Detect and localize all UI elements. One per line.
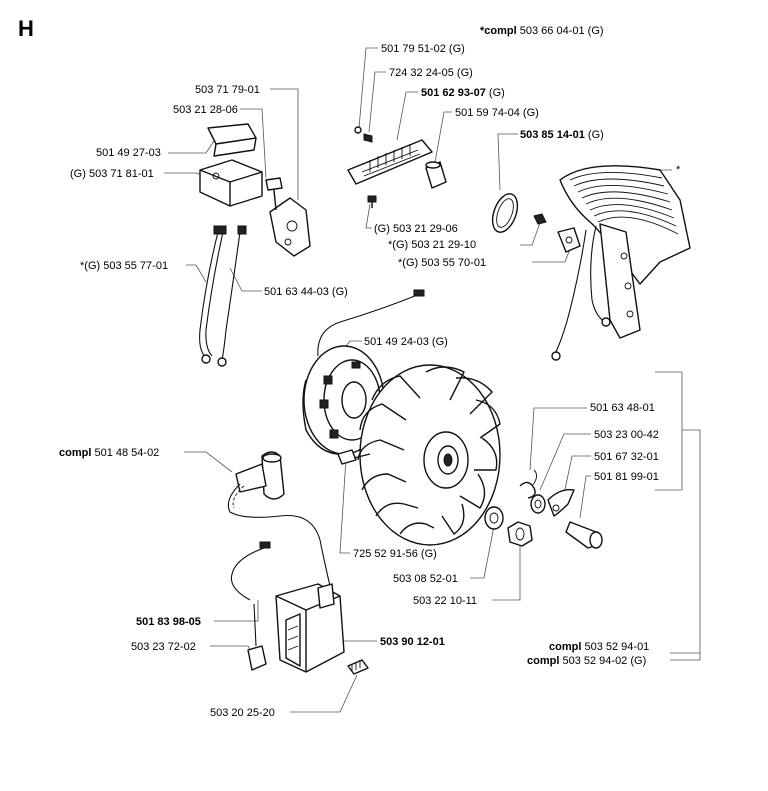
coil-screw [347, 659, 369, 675]
label-501-67-32-01: 501 67 32-01 [594, 451, 659, 463]
label-503-90-12-01: 503 90 12-01 [380, 636, 445, 648]
label-star: * [676, 164, 681, 176]
label-compl-503-52-94-02: compl 503 52 94-02 (G) [527, 655, 646, 667]
ignition-coil [275, 583, 345, 673]
label-501-83-98-05: 501 83 98-05 [136, 616, 201, 628]
o-ring [491, 193, 519, 233]
washer [484, 506, 504, 530]
label-compl-503-66-04-01: *compl 503 66 04-01 (G) [480, 25, 604, 37]
label-503-85-14-01: 503 85 14-01 (G) [520, 129, 604, 141]
rubber-pad [207, 123, 257, 157]
label-501-62-93-07: 501 62 93-07 (G) [421, 87, 505, 99]
label-501-63-44-03: 501 63 44-03 (G) [264, 286, 348, 298]
flywheel-nut [507, 521, 533, 547]
section-letter: H [18, 16, 34, 41]
ground-wires [199, 225, 247, 367]
heat-shield-plate [347, 126, 433, 185]
label-501-63-48-01: 501 63 48-01 [590, 402, 655, 414]
label-503-71-79-01: 503 71 79-01 [195, 84, 260, 96]
coil-ground-wire [230, 541, 271, 671]
label-503-21-28-06: 503 21 28-06 [173, 104, 238, 116]
screw-small [367, 195, 377, 208]
label-501-79-51-02: 501 79 51-02 (G) [381, 43, 465, 55]
label-503-71-81-01: (G) 503 71 81-01 [70, 168, 154, 180]
label-503-55-70-01: *(G) 503 55 70-01 [398, 257, 486, 269]
pawl-bolt [565, 521, 603, 549]
spark-plug-cap [227, 451, 331, 587]
label-503-22-10-11: 503 22 10-11 [413, 595, 477, 607]
label-503-08-52-01: 503 08 52-01 [393, 573, 458, 585]
label-724-32-24-05: 724 32 24-05 (G) [389, 67, 473, 79]
label-503-23-72-02: 503 23 72-02 [131, 641, 196, 653]
label-503-55-77-01: *(G) 503 55 77-01 [80, 260, 168, 272]
spacer-tube [425, 161, 447, 189]
label-501-49-27-03: 501 49 27-03 [96, 147, 161, 159]
label-503-20-25-20: 503 20 25-20 [210, 707, 275, 719]
pawl-spring [519, 469, 537, 499]
fan-screw [337, 449, 371, 465]
flywheel-cover [551, 165, 691, 361]
flywheel-fan [357, 364, 501, 546]
ignition-lead-assembly [265, 177, 311, 257]
pawl-washer [530, 494, 546, 514]
label-725-52-91-56: 725 52 91-56 (G) [353, 548, 437, 560]
label-501-49-24-03: 501 49 24-03 (G) [364, 336, 448, 348]
label-503-21-29-06: (G) 503 21 29-06 [374, 223, 458, 235]
starter-pawl [547, 489, 575, 517]
label-501-59-74-04: 501 59 74-04 (G) [455, 107, 539, 119]
label-compl-501-48-54-02: compl 501 48 54-02 [59, 447, 159, 459]
label-501-81-99-01: 501 81 99-01 [594, 471, 659, 483]
connector-clip [533, 213, 581, 253]
label-503-23-00-42: 503 23 00-42 [594, 429, 659, 441]
ignition-lead-wire [317, 289, 425, 357]
mount-block [199, 159, 263, 207]
label-503-21-29-10: *(G) 503 21 29-10 [388, 239, 476, 251]
leader-lines [164, 47, 701, 713]
label-compl-503-52-94-01: compl 503 52 94-01 [549, 641, 649, 653]
